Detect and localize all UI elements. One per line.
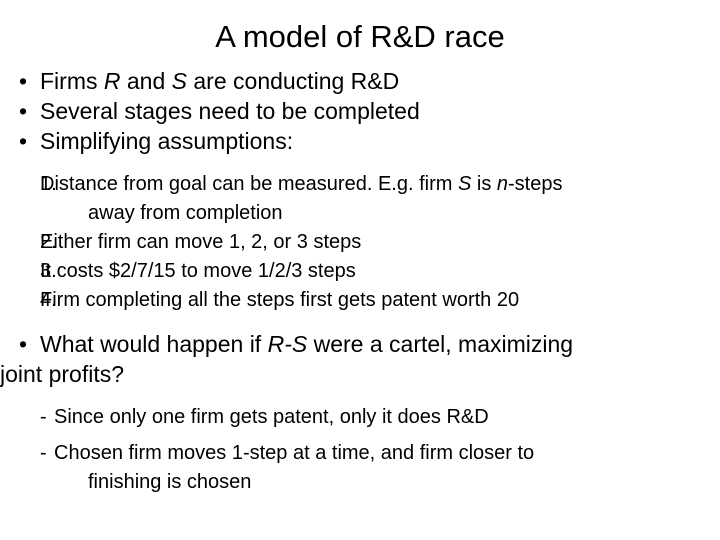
dash-marker-2: -	[40, 442, 47, 464]
spacer	[0, 389, 720, 403]
bullet-item-assumptions: • Simplifying assumptions:	[0, 126, 720, 156]
dash-item-2: - Chosen firm moves 1-step at a time, an…	[0, 439, 720, 497]
page-title: A model of R&D race	[215, 19, 505, 54]
numbered-label-1-line1: Distance from goal can be measured. E.g.…	[40, 170, 720, 199]
bullet-glyph-icon: •	[19, 98, 28, 124]
italic-S: S	[457, 173, 472, 195]
numbered-text-1b: is	[471, 173, 497, 195]
dash-item-1: - Since only one firm gets patent, only …	[0, 403, 720, 432]
spacer	[0, 156, 720, 170]
numbered-label-4: Firm completing all the steps first gets…	[40, 289, 520, 311]
numbered-label-2: Either firm can move 1, 2, or 3 steps	[40, 231, 362, 253]
bullet-label-stages: Several stages need to be completed	[40, 98, 420, 124]
bullet-label-cartel: What would happen if R-S were a cartel, …	[40, 331, 573, 357]
numbered-text-1c: -steps	[508, 173, 563, 195]
numbered-marker-4: 4.	[40, 289, 57, 311]
bullet-item-cartel: • What would happen if R-S were a cartel…	[0, 329, 720, 389]
bullet-label-firms: Firms R and S are conducting R&D	[40, 68, 400, 94]
bullet-label-cartel-line2: joint profits?	[0, 361, 125, 387]
italic-R: R	[103, 68, 121, 94]
slide-body: • Firms R and S are conducting R&D • Sev…	[0, 66, 720, 497]
italic-S: S	[171, 68, 187, 94]
dash-label-2-line2: finishing is chosen	[88, 471, 252, 493]
spacer	[0, 432, 720, 439]
bullet-item-firms: • Firms R and S are conducting R&D	[0, 66, 720, 96]
dash-label-2-line1: Chosen firm moves 1-step at a time, and …	[54, 442, 535, 464]
cartel-text-a: What would happen if	[40, 331, 268, 357]
numbered-marker-1: 1.	[40, 173, 57, 195]
numbered-item-1: 1. Distance from goal can be measured. E…	[0, 170, 720, 228]
bullet-glyph-icon: •	[19, 331, 28, 357]
numbered-item-4: 4. Firm completing all the steps first g…	[0, 286, 720, 315]
numbered-text-1a: Distance from goal can be measured. E.g.…	[40, 173, 458, 195]
dash-label-1: Since only one firm gets patent, only it…	[54, 406, 489, 428]
bullet-glyph-icon: •	[19, 68, 28, 94]
italic-R-S: R-S	[267, 331, 308, 357]
numbered-item-3: 3. It costs $2/7/15 to move 1/2/3 steps	[0, 257, 720, 286]
italic-n: n	[496, 173, 508, 195]
numbered-marker-2: 2.	[40, 231, 57, 253]
numbered-label-1-line2: away from completion	[88, 202, 283, 224]
bullet-label-assumptions: Simplifying assumptions:	[40, 128, 294, 154]
cartel-text-b: were a cartel, maximizing	[307, 331, 574, 357]
numbered-item-2: 2. Either firm can move 1, 2, or 3 steps	[0, 228, 720, 257]
bullet-item-stages: • Several stages need to be completed	[0, 96, 720, 126]
numbered-label-3: It costs $2/7/15 to move 1/2/3 steps	[40, 260, 356, 282]
numbered-marker-3: 3.	[40, 260, 57, 282]
bullet-glyph-icon: •	[19, 128, 28, 154]
spacer	[0, 315, 720, 329]
dash-marker-1: -	[40, 406, 47, 428]
